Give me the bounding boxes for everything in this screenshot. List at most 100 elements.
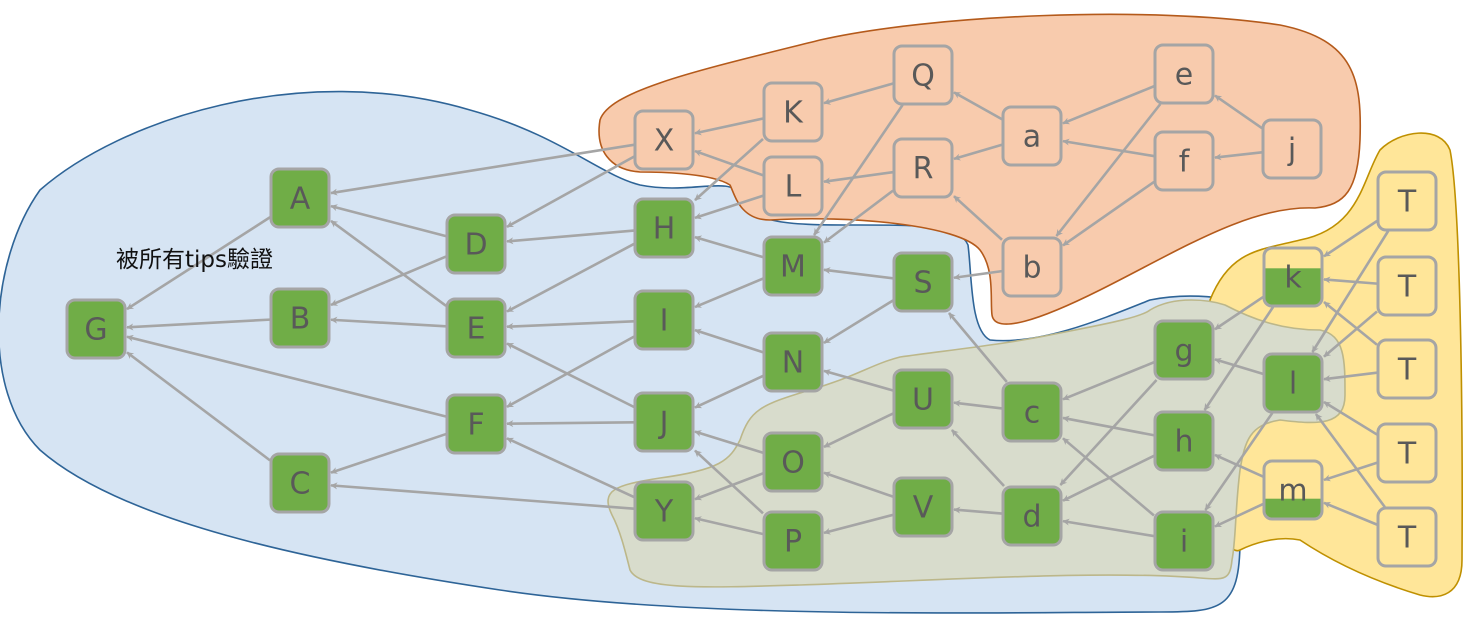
edge-R-to-M: [823, 189, 894, 244]
node-border: [1001, 105, 1063, 167]
edge-e-to-b: [1055, 103, 1162, 237]
node-T2[interactable]: T: [1376, 255, 1438, 317]
node-label: b: [1022, 251, 1041, 286]
node-Q[interactable]: Q: [892, 44, 954, 106]
edge-Q-to-M: [813, 104, 904, 236]
node-m[interactable]: m: [1262, 459, 1324, 521]
node-L[interactable]: L: [762, 155, 824, 217]
node-Y[interactable]: Y: [633, 480, 695, 542]
edge-g-to-d: [1059, 379, 1158, 486]
node-box: [635, 111, 693, 169]
node-border: [269, 452, 331, 514]
node-T4[interactable]: T: [1376, 422, 1438, 484]
edge-L-to-H: [694, 194, 764, 220]
node-border: [269, 167, 331, 229]
node-A[interactable]: A: [269, 167, 331, 229]
node-D[interactable]: D: [445, 213, 507, 275]
node-label: T: [1397, 185, 1417, 220]
node-P[interactable]: P: [762, 510, 824, 572]
node-U[interactable]: U: [892, 368, 954, 430]
node-box: [635, 199, 693, 257]
caption-label: 被所有tips驗證: [116, 247, 273, 273]
node-M[interactable]: M: [762, 235, 824, 297]
node-border: [633, 289, 695, 351]
edge-O-to-J: [694, 430, 764, 454]
node-E[interactable]: E: [445, 297, 507, 359]
node-label: k: [1284, 261, 1302, 296]
node-label: V: [913, 491, 934, 526]
node-a[interactable]: a: [1001, 105, 1063, 167]
node-border: [633, 391, 695, 453]
node-K[interactable]: K: [762, 81, 824, 143]
node-border: [65, 298, 127, 360]
node-F[interactable]: F: [445, 393, 507, 455]
edge-F-to-G: [126, 334, 447, 418]
edge-h-to-c: [1062, 415, 1155, 437]
node-j[interactable]: j: [1261, 118, 1323, 180]
edge-k-to-h: [1203, 306, 1275, 411]
node-border: [633, 109, 695, 171]
node-l[interactable]: l: [1262, 352, 1324, 414]
node-e[interactable]: e: [1153, 43, 1215, 105]
node-g[interactable]: g: [1153, 319, 1215, 381]
node-label: e: [1175, 58, 1193, 93]
node-f[interactable]: f: [1153, 130, 1215, 192]
node-O[interactable]: O: [762, 431, 824, 493]
node-label: d: [1022, 500, 1041, 535]
node-box: [1378, 257, 1436, 315]
node-box: [894, 253, 952, 311]
node-box: [894, 46, 952, 104]
node-i[interactable]: i: [1153, 510, 1215, 572]
node-R[interactable]: R: [892, 137, 954, 199]
node-box: [1264, 354, 1322, 412]
node-C[interactable]: C: [269, 452, 331, 514]
node-c[interactable]: c: [1001, 381, 1063, 443]
node-border: [892, 368, 954, 430]
node-N[interactable]: N: [762, 331, 824, 393]
node-G[interactable]: G: [65, 298, 127, 360]
node-box: [1155, 412, 1213, 470]
node-border: [1376, 255, 1438, 317]
node-box: [1155, 512, 1213, 570]
node-box: [1155, 45, 1213, 103]
node-box: [1003, 487, 1061, 545]
node-box: [1155, 321, 1213, 379]
node-I[interactable]: I: [633, 289, 695, 351]
node-H[interactable]: H: [633, 197, 695, 259]
node-S[interactable]: S: [892, 251, 954, 313]
node-progress-fill: [1264, 498, 1322, 519]
node-b[interactable]: b: [1001, 236, 1063, 298]
node-box: [271, 169, 329, 227]
node-box: [764, 83, 822, 141]
node-border: [1153, 510, 1215, 572]
edge-S-to-N: [823, 299, 894, 345]
node-V[interactable]: V: [892, 476, 954, 538]
node-border: [762, 155, 824, 217]
node-X[interactable]: X: [633, 109, 695, 171]
node-border: [445, 297, 507, 359]
node-J[interactable]: J: [633, 391, 695, 453]
node-label: a: [1023, 120, 1041, 155]
node-border: [1001, 485, 1063, 547]
node-k[interactable]: k: [1262, 246, 1324, 308]
node-label: f: [1179, 145, 1191, 180]
edge-L-to-X: [694, 149, 764, 177]
edge-c-to-S: [947, 312, 1008, 383]
edge-C-to-G: [126, 351, 271, 462]
node-h[interactable]: h: [1153, 410, 1215, 472]
edge-i-to-d: [1062, 518, 1155, 538]
edge-T1-to-k: [1323, 219, 1378, 258]
node-T1[interactable]: T: [1376, 170, 1438, 232]
node-box: [271, 454, 329, 512]
node-label: J: [658, 406, 669, 441]
node-d[interactable]: d: [1001, 485, 1063, 547]
node-box: [1155, 132, 1213, 190]
node-T3[interactable]: T: [1376, 338, 1438, 400]
node-label: A: [290, 182, 311, 217]
node-B[interactable]: B: [269, 287, 331, 349]
node-label: X: [654, 124, 675, 159]
node-border: [762, 81, 824, 143]
node-T5[interactable]: T: [1376, 506, 1438, 568]
edge-E-to-A: [330, 219, 447, 307]
